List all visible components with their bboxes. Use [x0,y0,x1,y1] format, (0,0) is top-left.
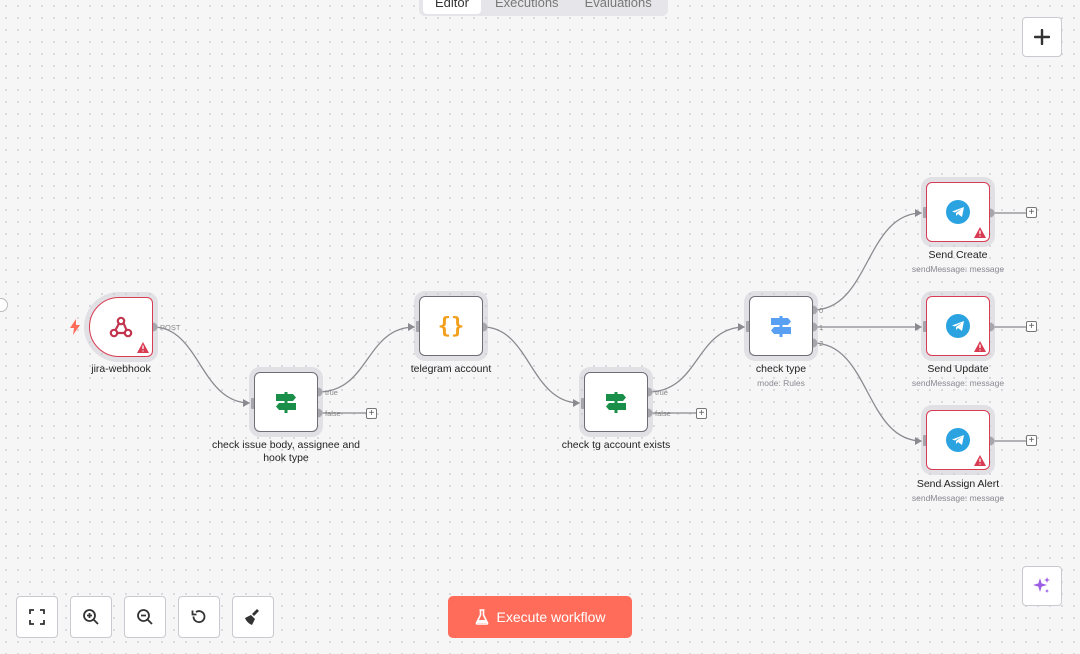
node-send-assign-alert[interactable] [926,410,990,470]
port-label-true: true [655,388,668,397]
edge-check-issue-to-telegram [317,326,416,393]
node-send-update[interactable] [926,296,990,356]
tab-editor[interactable]: Editor [423,0,481,14]
port-label-true: true [325,388,338,397]
zoom-out-button[interactable] [124,596,166,638]
add-branch-button[interactable]: + [696,408,707,419]
execute-workflow-label: Execute workflow [496,609,606,625]
edge-check-type-to-send-assign [812,342,923,442]
tab-evaluations[interactable]: Evaluations [584,0,652,10]
telegram-icon [946,428,970,452]
zoom-in-icon [83,609,99,625]
port-label-false: false [325,409,341,418]
node-label-check-type: check type [755,363,807,375]
port-label-2: 2 [819,339,824,348]
add-next-node-button[interactable]: + [1026,207,1037,218]
filter-icon [606,392,626,413]
node-label-check-issue: check issue body, assignee and hook type [211,439,361,464]
node-check-type[interactable] [749,296,813,356]
view-tabs: Editor Executions Evaluations [419,0,668,16]
node-label-send-create: Send Create [928,249,988,261]
node-subtitle-send-create: sendMessage: message [911,264,1005,274]
panel-collapse-handle[interactable] [0,298,8,312]
add-next-node-button[interactable]: + [1026,435,1037,446]
flask-icon [475,609,488,625]
node-subtitle-check-type: mode: Rules [757,378,805,388]
fit-view-icon [29,609,45,625]
sparkles-icon [1033,577,1050,593]
filter-icon [276,392,296,413]
code-braces-icon: {} [437,313,465,339]
node-label-telegram-account: telegram account [410,363,492,375]
node-check-tg[interactable] [584,372,648,432]
telegram-icon [946,200,970,224]
port-label-0: 0 [819,306,824,315]
node-label-send-update: Send Update [927,363,989,375]
telegram-icon [946,314,970,338]
zoom-out-icon [137,609,153,625]
switch-icon [771,316,791,337]
warning-icon [974,341,986,352]
node-telegram-account[interactable]: {} [419,296,483,356]
add-node-button[interactable] [1022,17,1062,57]
zoom-in-button[interactable] [70,596,112,638]
tidy-up-icon [245,609,259,625]
node-label-jira-webhook: jira-webhook [91,363,151,375]
add-next-node-button[interactable]: + [1026,321,1037,332]
reset-zoom-button[interactable] [178,596,220,638]
plus-icon [1034,29,1050,45]
port-label-1: 1 [819,323,824,332]
node-subtitle-send-update: sendMessage: message [911,378,1005,388]
node-check-issue[interactable] [254,372,318,432]
node-send-create[interactable] [926,182,990,242]
trigger-bolt-icon [70,319,80,335]
warning-icon [974,455,986,466]
ai-assistant-button[interactable] [1022,566,1062,606]
warning-icon [137,342,149,353]
webhook-icon [109,316,133,338]
reset-zoom-icon [191,610,206,623]
warning-icon [974,227,986,238]
execute-workflow-button[interactable]: Execute workflow [448,596,632,638]
port-label-false: false [655,409,671,418]
node-subtitle-send-assign-alert: sendMessage: message [911,493,1005,503]
node-label-send-assign-alert: Send Assign Alert [916,478,1000,490]
tab-executions[interactable]: Executions [494,0,559,10]
port-label-post: POST [160,323,181,332]
add-branch-button[interactable]: + [366,408,377,419]
tidy-up-button[interactable] [232,596,274,638]
node-label-check-tg: check tg account exists [561,439,671,451]
node-jira-webhook[interactable] [89,297,153,357]
fit-view-button[interactable] [16,596,58,638]
